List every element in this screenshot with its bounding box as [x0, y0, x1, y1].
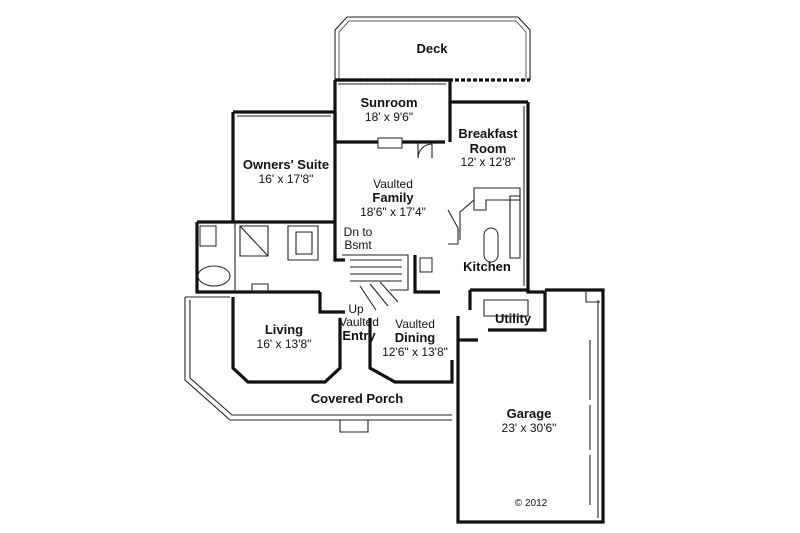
garage-dims: 23' x 30'6"	[501, 420, 557, 435]
island-sink-icon	[483, 227, 499, 263]
stairs-up-text: Up	[348, 302, 364, 316]
stairs-up-label: Up	[348, 302, 364, 316]
living-name: Living	[264, 322, 304, 337]
room-label-family: Vaulted Family 18'6" x 17'4"	[360, 177, 426, 219]
garage-name: Garage	[506, 406, 552, 421]
breakfast-dims: 12' x 12'8"	[460, 155, 516, 170]
garage-walls	[456, 288, 605, 524]
stairs-down-line2: Bsmt	[344, 238, 372, 253]
breakfast-name-1: Breakfast	[458, 126, 518, 141]
owners-suite-name: Owners' Suite	[242, 157, 330, 172]
breakfast-walls	[448, 102, 530, 290]
sunroom-name: Sunroom	[360, 95, 418, 110]
utility-name: Utility	[494, 311, 532, 326]
breakfast-name-2: Room	[469, 140, 507, 156]
room-label-dining: Vaulted Dining 12'6" x 13'8"	[382, 317, 448, 359]
toilet-icon	[419, 257, 433, 273]
copyright-text: © 2012	[514, 498, 548, 509]
covered-porch	[184, 296, 452, 433]
sunroom-dims: 18' x 9'6"	[364, 109, 414, 124]
sunroom-walls	[333, 78, 528, 159]
dining-prefix: Vaulted	[395, 317, 435, 331]
entry-prefix: Vaulted	[339, 315, 379, 329]
dining-dims: 12'6" x 13'8"	[382, 344, 448, 359]
room-label-garage: Garage 23' x 30'6"	[501, 406, 557, 435]
room-label-breakfast: Breakfast Room 12' x 12'8"	[458, 126, 518, 170]
room-label-entry: Vaulted Entry	[339, 315, 379, 344]
bathtub-icon	[197, 265, 231, 287]
living-dining-walls	[231, 297, 454, 384]
room-label-deck: Deck	[416, 41, 448, 57]
dining-name: Dining	[394, 330, 436, 346]
deck-name: Deck	[416, 41, 448, 56]
room-label-sunroom: Sunroom 18' x 9'6"	[360, 95, 418, 124]
room-label-porch: Covered Porch	[310, 391, 404, 407]
living-dims: 16' x 13'8"	[256, 336, 312, 351]
owners-bath	[197, 225, 319, 293]
stairs-down-label: Dn to Bsmt	[343, 225, 373, 253]
kitchen-name: Kitchen	[463, 259, 511, 274]
stairs-down-line1: Dn to	[343, 225, 373, 239]
family-walls	[318, 222, 440, 314]
family-name: Family	[372, 190, 414, 206]
room-label-living: Living 16' x 13'8"	[256, 322, 312, 351]
fireplace-icon	[377, 137, 403, 149]
room-label-owners-suite: Owners' Suite 16' x 17'8"	[242, 157, 330, 186]
owners-suite-dims: 16' x 17'8"	[258, 171, 314, 186]
family-prefix: Vaulted	[373, 177, 413, 191]
porch-name: Covered Porch	[310, 391, 404, 406]
family-dims: 18'6" x 17'4"	[360, 204, 426, 219]
owners-suite-walls	[195, 110, 337, 294]
room-label-kitchen: Kitchen	[463, 259, 511, 275]
toilet-icon	[199, 225, 217, 247]
kitchen-counters	[447, 187, 521, 263]
room-label-utility: Utility	[494, 311, 532, 327]
entry-name: Entry	[342, 328, 376, 344]
